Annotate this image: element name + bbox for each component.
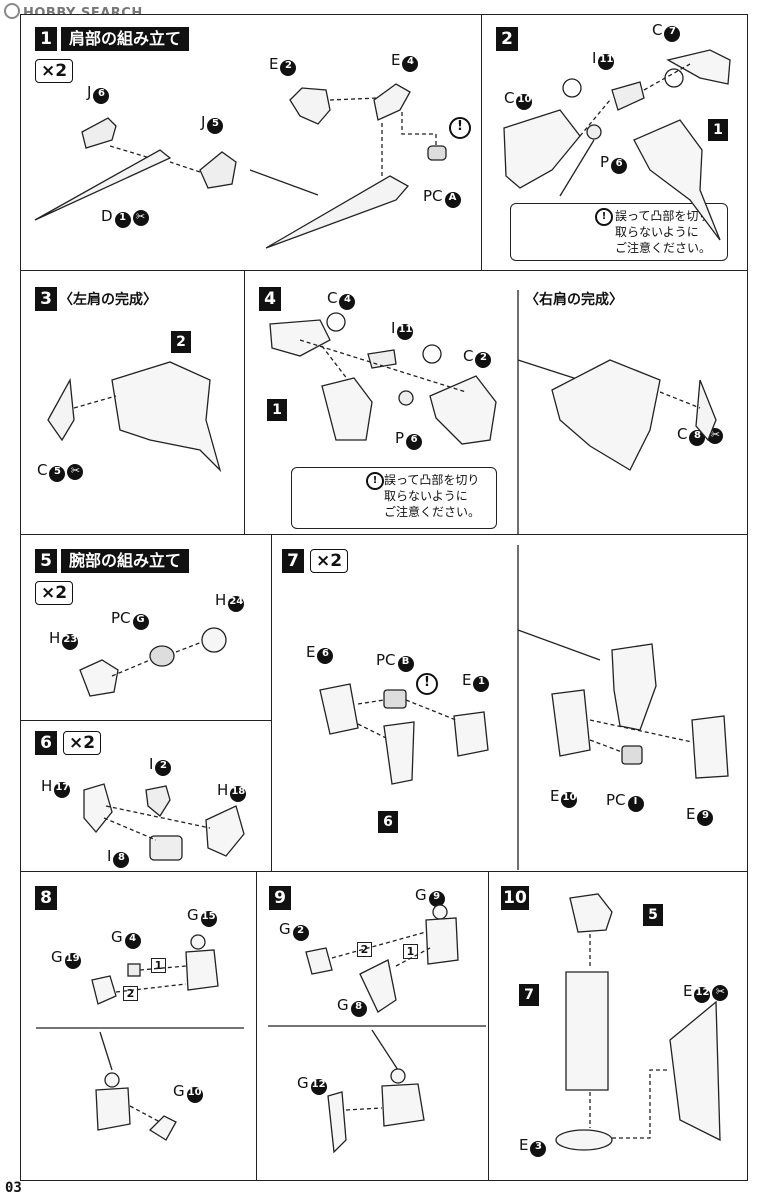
multiplier: ×2 [63,731,102,755]
step-number: 6 [35,731,57,755]
step-ref-1: 1 [708,119,728,141]
step-subtitle: 〈左肩の完成〉 [59,292,157,308]
step-number: 9 [269,886,291,910]
step-title: 肩部の組み立て [61,27,190,51]
step-number: 3 [35,287,57,311]
caution-icon: ! [449,117,471,139]
step-number: 10 [501,886,529,910]
caution-icon: ! [416,673,438,695]
caution-text: 誤って凸部を切り 取らないように ご注意ください。 [615,209,712,255]
cut-icon: ✂ [67,464,84,480]
step-ref-7: 7 [519,984,539,1006]
page-number: 03 [5,1180,22,1196]
caution-note: ! 誤って凸部を切り 取らないように ご注意ください。 [291,467,497,529]
step-number: 4 [259,287,281,311]
caution-icon: ! [595,208,613,226]
step-ref-1: 1 [267,399,287,421]
cut-icon: ✂ [712,985,729,1001]
step-number: 1 [35,27,57,51]
logo-icon [4,3,20,19]
step-ref-5: 5 [643,904,663,926]
caution-note: ! 誤って凸部を切り 取らないように ご注意ください。 [510,203,728,261]
step-number: 8 [35,886,57,910]
order-tag-2: 2 [357,942,372,957]
order-tag-2: 2 [123,986,138,1001]
multiplier: ×2 [310,549,349,573]
step-ref-2: 2 [171,331,191,353]
step-title: 腕部の組み立て [61,549,190,573]
caution-text: 誤って凸部を切り 取らないように ご注意ください。 [384,473,481,519]
multiplier: ×2 [35,581,74,605]
step-subtitle-right: 〈右肩の完成〉 [525,292,623,308]
step-number: 2 [496,27,518,51]
multiplier: ×2 [35,59,74,83]
cut-icon: ✂ [132,210,149,226]
caution-icon: ! [366,472,384,490]
step-number: 5 [35,549,57,573]
step-number: 7 [282,549,304,573]
step-ref-6: 6 [378,811,398,833]
